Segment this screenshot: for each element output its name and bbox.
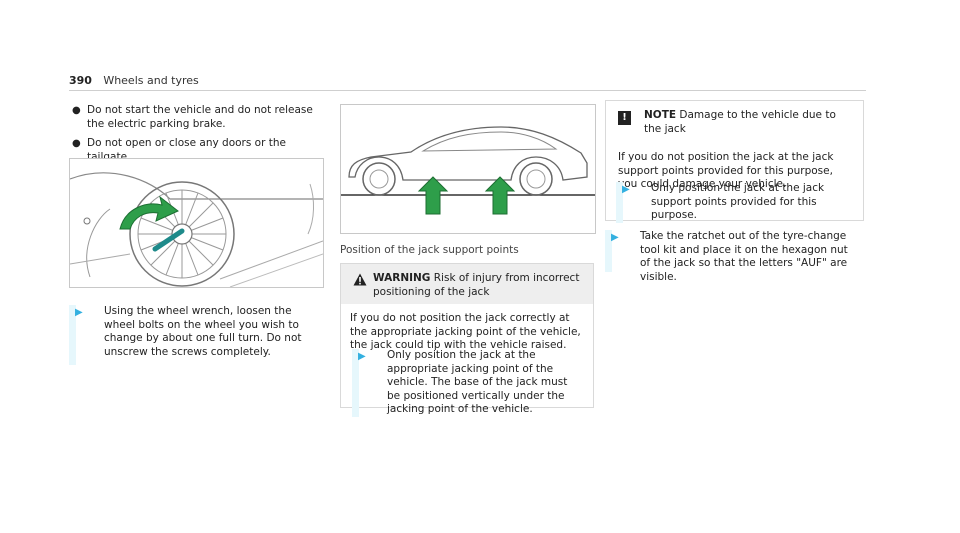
image-caption: Position of the jack support points	[340, 244, 519, 256]
step-text: Take the ratchet out of the tyre-change …	[640, 230, 848, 283]
bullet-item: ● Do not start the vehicle and do not re…	[69, 104, 327, 131]
note-box: ! NOTE Damage to the vehicle due to the …	[605, 100, 864, 221]
warning-title-text: Risk of injury from incorrect positionin…	[373, 272, 580, 298]
note-title-text: Damage to the vehicle due to the jack	[644, 109, 836, 135]
step-text: Only position the jack at the appropriat…	[387, 349, 568, 415]
section-title: Wheels and tyres	[103, 74, 199, 87]
note-title: NOTE Damage to the vehicle due to the ja…	[644, 109, 854, 136]
step-arrow-icon: ▶	[358, 351, 366, 362]
instruction-step: ▶ Take the ratchet out of the tyre-chang…	[605, 230, 860, 283]
note-body: If you do not position the jack at the j…	[618, 151, 834, 190]
header-divider	[69, 90, 866, 91]
bullet-dot: ●	[72, 105, 81, 116]
step-text: Using the wheel wrench, loosen the wheel…	[104, 305, 302, 358]
warning-label: WARNING	[373, 272, 431, 284]
warning-header: WARNING Risk of injury from incorrect po…	[341, 264, 593, 304]
bullet-text: Do not start the vehicle and do not rele…	[87, 104, 313, 130]
step-arrow-icon: ▶	[75, 307, 83, 318]
warning-triangle-icon	[353, 273, 367, 286]
note-exclamation-icon: !	[618, 111, 631, 125]
note-label: NOTE	[644, 109, 677, 121]
warning-body: If you do not position the jack correctl…	[350, 312, 581, 351]
warning-title: WARNING Risk of injury from incorrect po…	[373, 272, 583, 299]
warning-box: WARNING Risk of injury from incorrect po…	[340, 263, 594, 408]
warning-step: ▶ Only position the jack at the appropri…	[352, 349, 572, 417]
page-number: 390	[69, 74, 92, 87]
page-header: 390 Wheels and tyres	[69, 74, 199, 89]
instruction-step: ▶ Using the wheel wrench, loosen the whe…	[69, 305, 319, 365]
step-arrow-icon: ▶	[622, 184, 630, 195]
note-step: ▶ Only position the jack at the jack sup…	[616, 182, 836, 223]
car-jack-points-illustration	[340, 104, 596, 234]
wheel-wrench-illustration	[69, 158, 324, 288]
step-text: Only position the jack at the jack suppo…	[651, 182, 825, 221]
bullet-dot: ●	[72, 138, 81, 149]
step-arrow-icon: ▶	[611, 232, 619, 243]
